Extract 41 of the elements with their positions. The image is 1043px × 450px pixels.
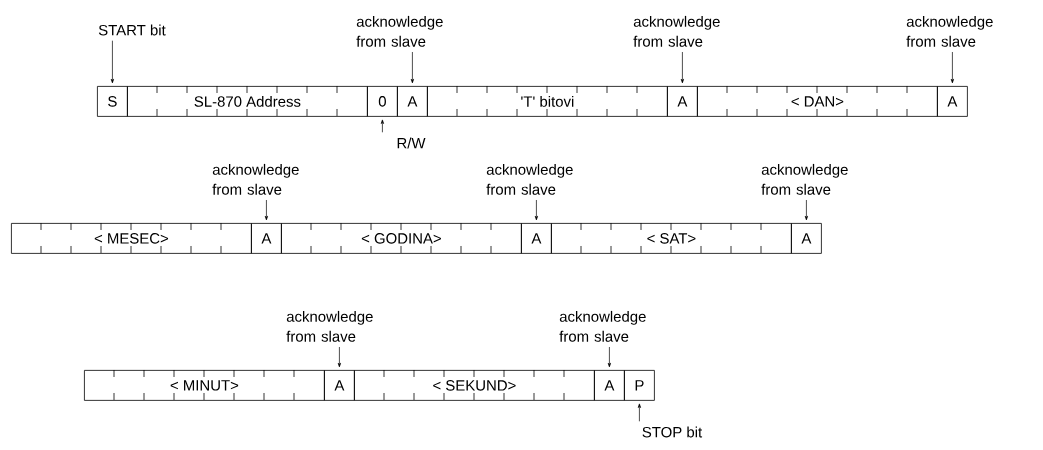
field-cells: < GODINA> [281, 222, 522, 254]
bit-cell: 0 [367, 86, 398, 117]
annotation-label: acknowledge from slave [356, 15, 443, 47]
field-cells: 'T' bitovi [427, 85, 668, 117]
arrow [264, 199, 268, 221]
arrow [637, 403, 641, 422]
annotation-label: acknowledge from slave [633, 15, 720, 47]
annotation-label: acknowledge from slave [761, 163, 848, 195]
arrow [110, 40, 114, 84]
field-cells: < DAN> [697, 85, 938, 117]
bit-cell: A [667, 86, 698, 117]
field-cells: < MINUT> [84, 369, 325, 401]
bit-cell: S [97, 86, 128, 117]
field-cells: SL-870 Address [127, 85, 368, 117]
arrow [534, 199, 538, 221]
annotation-label: START bit [98, 24, 166, 36]
bit-cell: A [937, 86, 968, 117]
bit-cell: A [397, 86, 428, 117]
arrow [804, 199, 808, 221]
annotation-label: acknowledge from slave [906, 15, 993, 47]
arrow [337, 346, 341, 368]
field-cells: < SAT> [551, 222, 792, 254]
field-cells: < MESEC> [11, 222, 252, 254]
annotation-label: acknowledge from slave [559, 310, 646, 342]
bit-cell: P [624, 370, 655, 401]
arrow [950, 51, 954, 84]
annotation-label: acknowledge from slave [486, 163, 573, 195]
arrow [410, 51, 414, 84]
annotation-label: STOP bit [642, 426, 703, 438]
bit-cell: A [324, 370, 355, 401]
bit-cell: A [791, 223, 822, 254]
arrow [607, 346, 611, 368]
field-cells: < SEKUND> [354, 369, 595, 401]
arrow [680, 51, 684, 84]
annotation-label: acknowledge from slave [212, 163, 299, 195]
arrow [380, 119, 384, 133]
bit-cell: A [251, 223, 282, 254]
bit-cell: A [594, 370, 625, 401]
annotation-label: R/W [397, 137, 426, 149]
bit-cell: A [521, 223, 552, 254]
annotation-label: acknowledge from slave [286, 310, 373, 342]
